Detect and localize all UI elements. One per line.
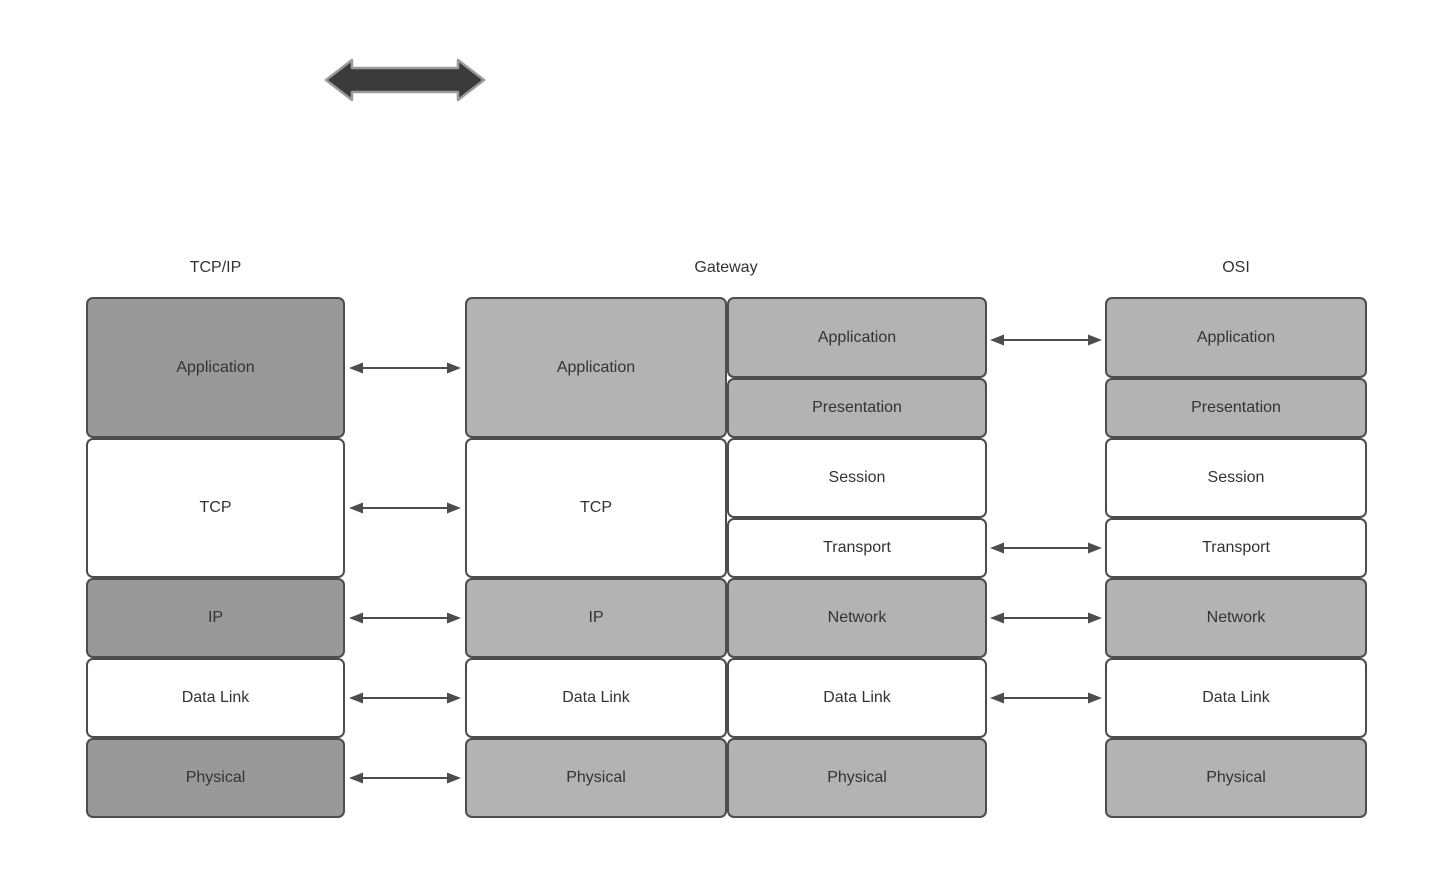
gateway-left-layer-physical: Physical xyxy=(465,738,727,818)
gateway-left-layer-ip: IP xyxy=(465,578,727,658)
osi-layer-transport: Transport xyxy=(1105,518,1367,578)
gateway-title: Gateway xyxy=(694,259,758,276)
osi-layer-datalink: Data Link xyxy=(1105,658,1367,738)
tcpip-layer-application: Application xyxy=(86,297,345,438)
gateway-right-layer-application: Application xyxy=(727,297,987,378)
osi-layer-application: Application xyxy=(1105,297,1367,378)
gateway-left-layer-tcp: TCP xyxy=(465,438,727,578)
osi-layer-session: Session xyxy=(1105,438,1367,518)
osi-title: OSI xyxy=(1222,259,1250,276)
tcpip-layer-physical: Physical xyxy=(86,738,345,818)
gateway-right-layer-physical: Physical xyxy=(727,738,987,818)
osi-layer-physical: Physical xyxy=(1105,738,1367,818)
gateway-left-layer-application: Application xyxy=(465,297,727,438)
tcpip-layer-tcp: TCP xyxy=(86,438,345,578)
arrow-tcpip-gateway-tcp xyxy=(349,502,461,514)
arrow-gateway-osi-application xyxy=(990,334,1102,346)
osi-layer-presentation: Presentation xyxy=(1105,378,1367,438)
arrow-tcpip-gateway-physical xyxy=(349,772,461,784)
gateway-right-layer-transport: Transport xyxy=(727,518,987,578)
tcpip-layer-ip: IP xyxy=(86,578,345,658)
arrow-gateway-osi-network xyxy=(990,612,1102,624)
gateway-left-layer-datalink: Data Link xyxy=(465,658,727,738)
arrow-tcpip-gateway-application xyxy=(349,362,461,374)
gateway-right-layer-presentation: Presentation xyxy=(727,378,987,438)
thick-double-arrow xyxy=(324,58,486,102)
gateway-right-layer-network: Network xyxy=(727,578,987,658)
osi-layer-network: Network xyxy=(1105,578,1367,658)
tcpip-layer-datalink: Data Link xyxy=(86,658,345,738)
gateway-right-layer-datalink: Data Link xyxy=(727,658,987,738)
arrow-tcpip-gateway-ip xyxy=(349,612,461,624)
gateway-right-layer-session: Session xyxy=(727,438,987,518)
tcpip-title: TCP/IP xyxy=(189,259,242,276)
arrow-gateway-osi-datalink xyxy=(990,692,1102,704)
arrow-tcpip-gateway-datalink xyxy=(349,692,461,704)
arrow-gateway-osi-transport xyxy=(990,542,1102,554)
